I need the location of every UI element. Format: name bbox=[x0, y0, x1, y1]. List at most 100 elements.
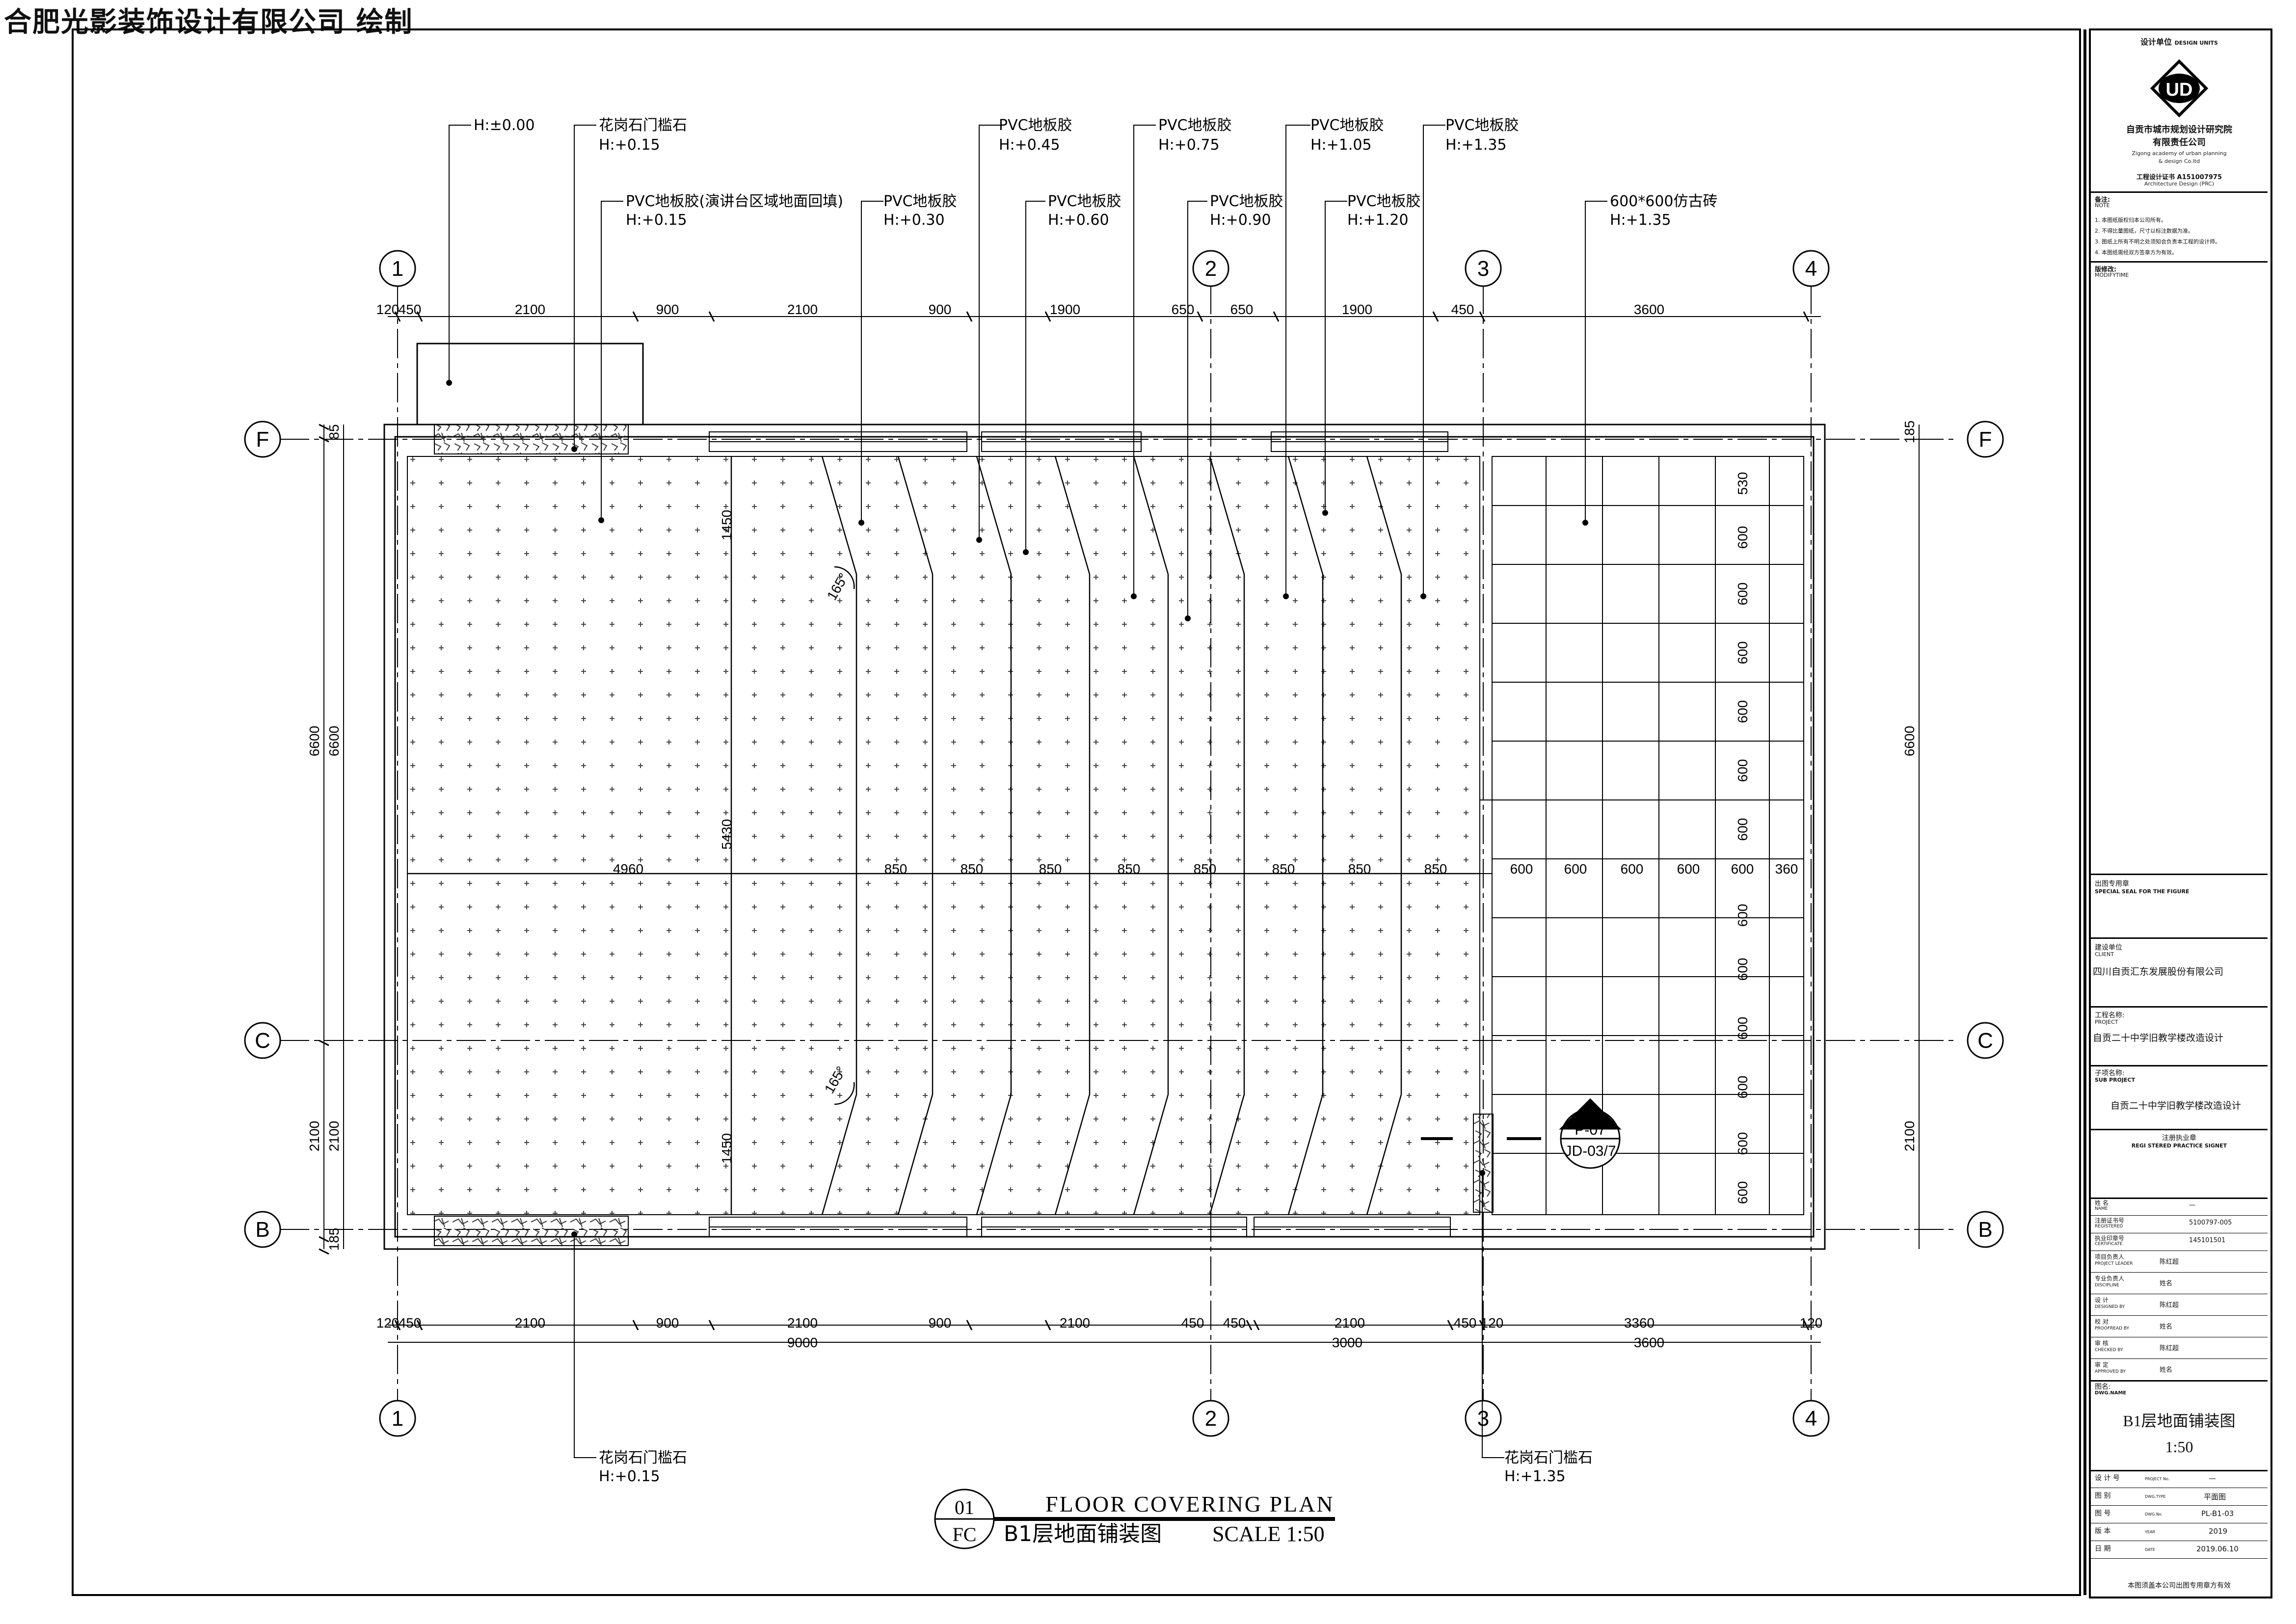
divider bbox=[2091, 937, 2268, 939]
grid-row-label: C bbox=[1977, 1029, 1993, 1053]
grid-row-label: B bbox=[255, 1218, 269, 1242]
info-key: 设 计 号 bbox=[2095, 1474, 2120, 1482]
row-key-en: NAME bbox=[2095, 1206, 2108, 1211]
row-value: 陈红超 bbox=[2160, 1345, 2179, 1352]
label-text: PVC地板胶 bbox=[1158, 117, 1232, 134]
dim-text: 6600 bbox=[1902, 726, 1917, 756]
dim-text: 120 bbox=[1800, 1315, 1823, 1331]
dim-text: 600 bbox=[1731, 861, 1754, 877]
label-text: H:+0.15 bbox=[626, 212, 687, 229]
info-key: 日 期 bbox=[2095, 1545, 2111, 1553]
dim-text: 850 bbox=[884, 861, 908, 877]
divider bbox=[2091, 874, 2268, 875]
label-text: H:+0.30 bbox=[883, 212, 945, 229]
grid-row-label: F bbox=[1979, 427, 1992, 452]
info-key: 版 本 bbox=[2095, 1527, 2111, 1535]
row-key: 专业负责人 bbox=[2095, 1275, 2125, 1282]
row-key-en: PROOFREAD BY bbox=[2095, 1326, 2130, 1331]
divider bbox=[2091, 1198, 2268, 1199]
divider bbox=[2091, 261, 2268, 263]
dim-text: 900 bbox=[656, 302, 679, 317]
label-text: 花岗石门槛石 bbox=[599, 1449, 687, 1466]
title-num: 01 bbox=[955, 1496, 974, 1518]
step-lines bbox=[407, 456, 1480, 1215]
stone-threshold-right bbox=[1473, 1114, 1494, 1213]
dim-text: 2100 bbox=[515, 1315, 545, 1331]
section-marker bbox=[1421, 1098, 1622, 1169]
dim-text: 2100 bbox=[787, 302, 818, 317]
client-label: 建设单位 bbox=[2095, 944, 2122, 952]
row-key-en: CHECKED BY bbox=[2095, 1348, 2123, 1353]
ud-logo-icon: UD bbox=[2150, 59, 2209, 118]
dim-text: 450 bbox=[1223, 1315, 1246, 1331]
label-text: H:+0.15 bbox=[599, 136, 660, 154]
dim-text: 600 bbox=[1735, 1076, 1750, 1099]
label-text: H:+1.20 bbox=[1347, 212, 1409, 229]
label-text: PVC地板胶 bbox=[1310, 117, 1384, 134]
reg-label-en: REGI STERED PRACTICE SIGNET bbox=[2131, 1143, 2227, 1149]
divider bbox=[2091, 191, 2268, 193]
dim-text: 2100 bbox=[1060, 1315, 1090, 1331]
dim-text: 850 bbox=[1118, 861, 1141, 877]
info-key: 图 别 bbox=[2095, 1492, 2111, 1500]
institute-name: 自贡市城市规划设计研究院 bbox=[2126, 125, 2232, 135]
dim-text: 1900 bbox=[1342, 302, 1372, 317]
dim-text: 600 bbox=[1677, 861, 1700, 877]
dim-text: 600 bbox=[1735, 1181, 1750, 1204]
personnel-row: 注册证书号 REGISTERED 5100797-005 bbox=[2091, 1215, 2268, 1233]
info-value: 2019 bbox=[2209, 1527, 2228, 1536]
dim-text: 2100 bbox=[307, 1121, 322, 1151]
dimension-lines bbox=[323, 316, 1920, 1343]
label-text: 600*600仿古砖 bbox=[1610, 193, 1718, 210]
dim-text: 4960 bbox=[613, 861, 643, 877]
dwg-scale: 1:50 bbox=[2165, 1438, 2193, 1456]
dim-text: 2100 bbox=[787, 1315, 818, 1331]
certificate: 工程设计证书 A151007975 bbox=[2136, 174, 2222, 181]
label-text: H:+0.90 bbox=[1210, 212, 1271, 229]
label-text: PVC地板胶 bbox=[1445, 117, 1519, 134]
title-block: 设计单位 DESIGN UNITS UD 自贡市城市规划设计研究院 有限责任公司… bbox=[2091, 29, 2268, 1600]
project-name: 自贡二十中学旧教学楼改造设计 bbox=[2093, 1033, 2224, 1043]
info-row: 图 别 DWG.TYPE 平面图 bbox=[2091, 1488, 2268, 1506]
grid-col-label: 4 bbox=[1805, 1407, 1817, 1431]
row-key-en: APPROVED BY bbox=[2095, 1369, 2126, 1374]
row-value: 姓名 bbox=[2160, 1280, 2173, 1287]
dim-text: 120 bbox=[1481, 1315, 1504, 1331]
info-key-en: PROJECT No. bbox=[2145, 1477, 2170, 1481]
dim-text: 3600 bbox=[1634, 1335, 1664, 1350]
dim-text: 6600 bbox=[307, 726, 322, 756]
grid-col-label: 1 bbox=[392, 1407, 403, 1431]
label-text: H:+1.35 bbox=[1445, 136, 1507, 154]
subproject-label-en: SUB PROJECT bbox=[2095, 1077, 2136, 1083]
divider bbox=[2091, 1065, 2268, 1066]
info-value: — bbox=[2209, 1474, 2216, 1483]
dim-text: 85 bbox=[326, 424, 342, 439]
project-label-en: PROJECT bbox=[2095, 1019, 2118, 1025]
row-value: 姓名 bbox=[2160, 1366, 2173, 1374]
label-text: H:+0.60 bbox=[1048, 212, 1109, 229]
grid-row-label: C bbox=[255, 1029, 270, 1053]
dim-text: 450 bbox=[399, 302, 422, 317]
dim-text: 2100 bbox=[515, 302, 545, 317]
row-value: 陈红超 bbox=[2160, 1302, 2179, 1309]
dwg-name: B1层地面铺装图 bbox=[2123, 1412, 2236, 1430]
dim-text: 600 bbox=[1735, 1132, 1750, 1155]
dim-text: 120 bbox=[376, 1315, 400, 1331]
design-unit-en: DESIGN UNITS bbox=[2174, 40, 2218, 46]
personnel-row: 姓 名 NAME — bbox=[2091, 1198, 2268, 1216]
dim-text: 3360 bbox=[1624, 1315, 1655, 1331]
dim-text: 600 bbox=[1735, 641, 1750, 665]
dwg-name-label: 图名: bbox=[2095, 1383, 2111, 1391]
label-text: H:+1.05 bbox=[1310, 136, 1372, 154]
institute-en: Zigong academy of urban planning bbox=[2132, 150, 2227, 157]
personnel-row: 专业负责人 DISCIPLINE 姓名 bbox=[2091, 1272, 2268, 1294]
info-key: 图 号 bbox=[2095, 1510, 2111, 1518]
label-text: PVC地板胶 bbox=[1048, 193, 1121, 210]
leader-dots bbox=[446, 380, 1588, 1237]
personnel-row: 项目负责人 PROJECT LEADER 陈红超 bbox=[2091, 1251, 2268, 1273]
dim-text: 3000 bbox=[1332, 1335, 1362, 1350]
info-key-en: DWG.TYPE bbox=[2145, 1494, 2166, 1499]
dim-text: 850 bbox=[1039, 861, 1062, 877]
dim-text: 850 bbox=[1424, 861, 1447, 877]
sheet-border bbox=[72, 28, 2081, 1596]
